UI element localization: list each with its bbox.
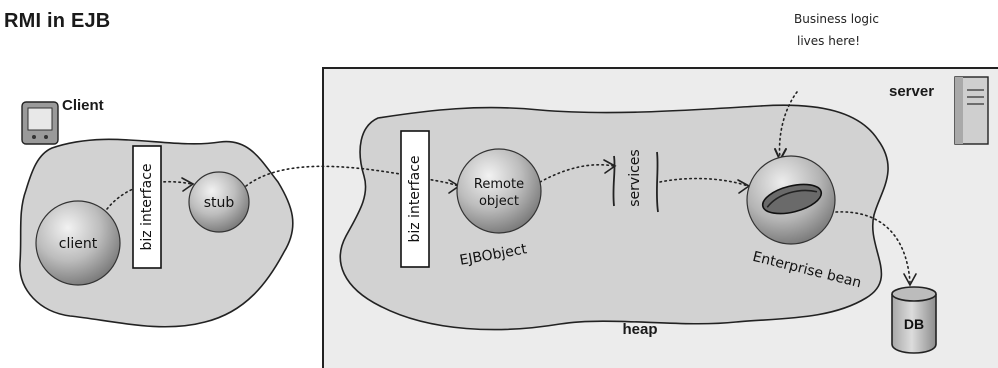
heap-label: heap <box>622 321 657 338</box>
annotation-to-bean-line <box>778 91 798 159</box>
pda-icon <box>21 101 59 145</box>
stub-to-remote-line <box>245 165 459 187</box>
remote-object-sphere <box>456 148 542 234</box>
stub-sphere <box>188 171 250 233</box>
db-label: DB <box>904 316 924 332</box>
diagram-title: RMI in EJB <box>4 10 111 32</box>
services-barrier <box>612 151 659 213</box>
bean-to-db-line <box>835 211 911 283</box>
database-icon <box>891 286 937 354</box>
remote-object-label-line2: object <box>479 194 519 209</box>
services-to-bean-line <box>659 177 749 187</box>
server-area-label: server <box>889 83 934 100</box>
server-tower-icon <box>954 76 989 145</box>
remote-to-services-line <box>539 163 615 183</box>
client-node-label: client <box>59 236 98 252</box>
dotted-connectors <box>103 91 911 283</box>
server-biz-interface-box <box>400 130 430 268</box>
arrowhead-stub <box>181 177 195 192</box>
client-to-stub-line <box>103 180 193 214</box>
client-biz-interface-box <box>132 145 162 269</box>
annotation-line1: Business logic <box>794 12 879 26</box>
stub-label: stub <box>204 195 235 211</box>
remote-object-label-line1: Remote <box>474 177 524 192</box>
annotation-line2: lives here! <box>797 34 860 48</box>
services-label: services <box>627 149 643 206</box>
bean-icon <box>761 183 823 215</box>
server-biz-interface-label: biz interface <box>407 155 423 242</box>
client-area-label: Client <box>62 97 104 114</box>
client-sphere <box>35 200 121 286</box>
client-biz-interface-label: biz interface <box>139 163 155 250</box>
arrowhead-db <box>903 273 917 287</box>
